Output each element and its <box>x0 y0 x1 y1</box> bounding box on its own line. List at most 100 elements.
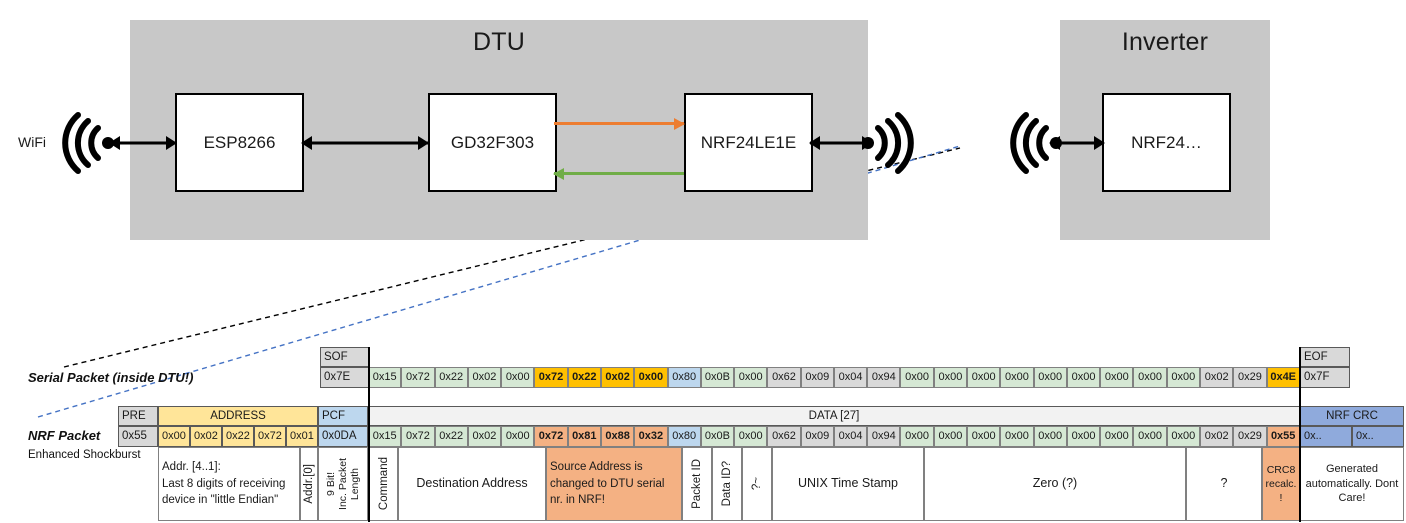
desc-pcf-length: Length <box>349 467 361 501</box>
nrf-pcf-value: 0x0DA <box>318 426 368 447</box>
connector-line <box>810 141 872 145</box>
desc-source-text: Source Address is changed to DTU serial … <box>550 460 665 507</box>
serial-byte-10: 0x0B <box>700 367 735 388</box>
nrf-byte-5: 0x72 <box>534 426 568 447</box>
chip-nrf24-label: NRF24… <box>1131 132 1202 152</box>
nrf-byte-0: 0x15 <box>368 426 402 447</box>
desc-tilde-text: ?~ <box>751 477 763 491</box>
chip-esp8266[interactable]: ESP8266 <box>175 93 304 192</box>
serial-nrf-alignment-line-left <box>368 347 370 522</box>
nrf-byte-10: 0x0B <box>700 426 735 447</box>
desc-pcf-9bit: 9 Bit! <box>325 472 337 496</box>
desc-generated: Generated automatically. Dont Care! <box>1300 447 1404 521</box>
serial-byte-14: 0x04 <box>833 367 868 388</box>
wifi-label: WiFi <box>18 134 46 150</box>
desc-addr0: Addr.[0] <box>300 447 318 521</box>
serial-byte-21: 0x00 <box>1066 367 1101 388</box>
desc-unix-text: UNIX Time Stamp <box>797 476 899 491</box>
desc-question-text: ? <box>1220 476 1228 491</box>
nrf-byte-12: 0x62 <box>767 426 801 447</box>
serial-byte-16: 0x00 <box>900 367 934 388</box>
nrf-address-value-1: 0x02 <box>190 426 222 447</box>
serial-byte-0: 0x15 <box>368 367 402 388</box>
nrf-packet-sublabel: Enhanced Shockburst <box>28 449 141 461</box>
serial-byte-26: 0x29 <box>1233 367 1267 388</box>
nrf-byte-20: 0x00 <box>1033 426 1067 447</box>
nrf-group-address: ADDRESS <box>158 406 318 426</box>
nrf-byte-19: 0x00 <box>1000 426 1034 447</box>
nrf-byte-24: 0x00 <box>1166 426 1200 447</box>
desc-destination-address: Destination Address <box>398 447 546 521</box>
dtu-title: DTU <box>473 28 525 56</box>
desc-destination-text: Destination Address <box>416 476 528 491</box>
serial-byte-9: 0x80 <box>667 367 701 388</box>
arrow-right-icon <box>1094 136 1105 150</box>
arrow-right-icon <box>862 136 873 150</box>
arrow-left-icon <box>553 167 564 180</box>
arrow-right-icon <box>674 117 685 130</box>
desc-unix-timestamp: UNIX Time Stamp <box>772 447 924 521</box>
nrf-byte-9: 0x80 <box>667 426 701 447</box>
chip-nrf24le1e[interactable]: NRF24LE1E <box>684 93 813 192</box>
chip-esp8266-label: ESP8266 <box>203 132 276 152</box>
serial-byte-6: 0x22 <box>567 367 601 388</box>
desc-crc8: CRC8 recalc. ! <box>1262 447 1300 521</box>
desc-packet-id-text: Packet ID <box>691 459 703 509</box>
arrow-left-icon <box>301 136 312 150</box>
serial-byte-13: 0x09 <box>800 367 834 388</box>
serial-byte-17: 0x00 <box>933 367 968 388</box>
nrf-byte-15: 0x94 <box>867 426 901 447</box>
connector-line <box>1050 141 1104 145</box>
nrf-address-value-4: 0x01 <box>286 426 318 447</box>
nrf-group-pre: PRE <box>118 406 158 426</box>
nrf-byte-22: 0x00 <box>1100 426 1134 447</box>
chip-nrf24le1e-label: NRF24LE1E <box>700 132 797 152</box>
nrf-byte-4: 0x00 <box>501 426 535 447</box>
nrf-group-pcf: PCF <box>318 406 368 426</box>
desc-generated-text: Generated automatically. Dont Care! <box>1305 462 1399 505</box>
arrow-left-icon <box>109 136 120 150</box>
serial-byte-11: 0x00 <box>734 367 768 388</box>
serial-byte-24: 0x00 <box>1166 367 1200 388</box>
desc-command: Command <box>368 447 398 521</box>
nrf-crc-value-1: 0x.. <box>1352 426 1404 447</box>
nrf-byte-6: 0x81 <box>567 426 601 447</box>
serial-byte-27: 0x4E <box>1266 367 1300 388</box>
chip-gd32f303-label: GD32F303 <box>450 132 535 152</box>
nrf-byte-25: 0x02 <box>1200 426 1234 447</box>
nrf-address-value-2: 0x22 <box>222 426 254 447</box>
serial-eof-header: EOF <box>1300 347 1350 367</box>
serial-byte-12: 0x62 <box>767 367 801 388</box>
nrf-byte-26: 0x29 <box>1233 426 1267 447</box>
nrf-byte-13: 0x09 <box>800 426 834 447</box>
chip-nrf24[interactable]: NRF24… <box>1102 93 1231 192</box>
serial-byte-5: 0x72 <box>534 367 568 388</box>
desc-packet-id: Packet ID <box>682 447 712 521</box>
nrf-byte-8: 0x32 <box>634 426 668 447</box>
arrow-right-icon <box>166 136 177 150</box>
nrf-byte-2: 0x22 <box>434 426 468 447</box>
serial-nrf-alignment-line-right <box>1299 347 1301 522</box>
desc-pcf-incpacket: Inc. Packet <box>337 458 349 510</box>
serial-sof-value: 0x7E <box>320 367 370 388</box>
serial-eof-value: 0x7F <box>1300 367 1350 388</box>
serial-byte-7: 0x02 <box>600 367 635 388</box>
connector-line <box>110 141 176 145</box>
nrf-byte-17: 0x00 <box>933 426 968 447</box>
nrf-group-data: DATA [27] <box>368 406 1300 426</box>
desc-pcf: 9 Bit! Inc. Packet Length <box>318 447 368 521</box>
connector-gd32-to-nrf-orange <box>554 117 685 130</box>
nrf-byte-1: 0x72 <box>401 426 435 447</box>
chip-gd32f303[interactable]: GD32F303 <box>428 93 557 192</box>
nrf-crc-value-0: 0x.. <box>1300 426 1352 447</box>
arrow-right-icon <box>418 136 429 150</box>
inverter-title: Inverter <box>1121 28 1209 56</box>
serial-byte-4: 0x00 <box>501 367 535 388</box>
desc-tilde: ?~ <box>742 447 772 521</box>
nrf-byte-7: 0x88 <box>600 426 635 447</box>
desc-address-text: Addr. [4..1]: Last 8 digits of receiving… <box>162 460 286 507</box>
nrf-byte-14: 0x04 <box>833 426 868 447</box>
serial-byte-8: 0x00 <box>634 367 668 388</box>
serial-byte-23: 0x00 <box>1133 367 1167 388</box>
